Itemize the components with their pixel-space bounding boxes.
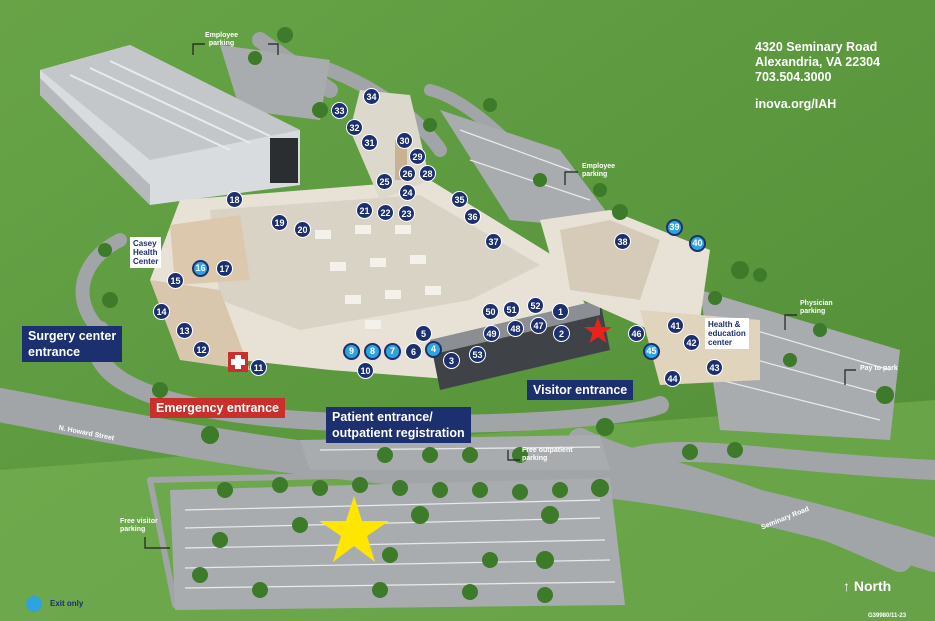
marker-5: 5 xyxy=(415,325,432,342)
marker-8-exit-only: 8 xyxy=(364,343,381,360)
marker-52: 52 xyxy=(527,297,544,314)
marker-48: 48 xyxy=(507,320,524,337)
address-block: 4320 Seminary Road Alexandria, VA 22304 … xyxy=(755,40,880,112)
marker-30: 30 xyxy=(396,132,413,149)
marker-17: 17 xyxy=(216,260,233,277)
website-link[interactable]: inova.org/IAH xyxy=(755,97,837,111)
employee-parking-label-right: Employee parking xyxy=(582,163,616,178)
free-outpatient-parking-label: Free outpatient parking xyxy=(522,447,573,462)
marker-3: 3 xyxy=(443,352,460,369)
marker-20: 20 xyxy=(294,221,311,238)
exit-only-legend-icon xyxy=(26,596,42,612)
marker-39-exit-only: 39 xyxy=(666,219,683,236)
marker-15: 15 xyxy=(167,272,184,289)
emergency-entrance-label: Emergency entrance xyxy=(150,398,285,418)
marker-11: 11 xyxy=(250,359,267,376)
health-education-center-label: Health & education center xyxy=(705,318,749,349)
marker-22: 22 xyxy=(377,204,394,221)
north-indicator: ↑ North xyxy=(843,578,891,594)
casey-health-center-label: Casey Health Center xyxy=(130,237,162,268)
marker-38: 38 xyxy=(614,233,631,250)
yellow-star-marker xyxy=(319,496,389,562)
patient-entrance-label: Patient entrance/ outpatient registratio… xyxy=(326,407,471,443)
marker-26: 26 xyxy=(399,165,416,182)
marker-43: 43 xyxy=(706,359,723,376)
marker-2: 2 xyxy=(553,325,570,342)
employee-parking-label-top: Employee parking xyxy=(205,32,239,47)
marker-42: 42 xyxy=(683,334,700,351)
marker-37: 37 xyxy=(485,233,502,250)
marker-12: 12 xyxy=(193,341,210,358)
marker-36: 36 xyxy=(464,208,481,225)
phone-number: 703.504.3000 xyxy=(755,70,832,84)
marker-33: 33 xyxy=(331,102,348,119)
marker-13: 13 xyxy=(176,322,193,339)
physician-parking-label: Physician parking xyxy=(800,300,833,315)
marker-40-exit-only: 40 xyxy=(689,235,706,252)
marker-32: 32 xyxy=(346,119,363,136)
marker-44: 44 xyxy=(664,370,681,387)
marker-41: 41 xyxy=(667,317,684,334)
exit-only-legend-label: Exit only xyxy=(50,599,84,608)
marker-23: 23 xyxy=(398,205,415,222)
marker-34: 34 xyxy=(363,88,380,105)
marker-10: 10 xyxy=(357,362,374,379)
document-code: G39980/11-23 xyxy=(868,613,907,619)
marker-19: 19 xyxy=(271,214,288,231)
marker-29: 29 xyxy=(409,148,426,165)
address-line1: 4320 Seminary Road xyxy=(755,40,878,54)
marker-51: 51 xyxy=(503,301,520,318)
visitor-entrance-label: Visitor entrance xyxy=(527,380,634,400)
marker-53: 53 xyxy=(469,346,486,363)
address-line2: Alexandria, VA 22304 xyxy=(755,55,881,69)
marker-14: 14 xyxy=(153,303,170,320)
marker-45-exit-only: 45 xyxy=(643,343,660,360)
marker-46: 46 xyxy=(628,325,645,342)
pay-to-park-label: Pay to park xyxy=(860,365,898,372)
marker-18: 18 xyxy=(226,191,243,208)
free-visitor-parking-label: Free visitor parking xyxy=(120,518,158,533)
marker-49: 49 xyxy=(483,325,500,342)
north-label: North xyxy=(853,578,892,594)
marker-16-exit-only: 16 xyxy=(192,260,209,277)
red-star-marker xyxy=(584,317,612,343)
marker-21: 21 xyxy=(356,202,373,219)
marker-50: 50 xyxy=(482,303,499,320)
marker-25: 25 xyxy=(376,173,393,190)
marker-1: 1 xyxy=(552,303,569,320)
marker-35: 35 xyxy=(451,191,468,208)
marker-6: 6 xyxy=(405,343,422,360)
marker-31: 31 xyxy=(361,134,378,151)
marker-4-exit-only: 4 xyxy=(425,341,442,358)
marker-47: 47 xyxy=(530,317,547,334)
marker-28: 28 xyxy=(419,165,436,182)
marker-9-exit-only: 9 xyxy=(343,343,360,360)
north-arrow-icon: ↑ xyxy=(843,578,850,594)
marker-7-exit-only: 7 xyxy=(384,343,401,360)
surgery-center-entrance-label: Surgery center entrance xyxy=(22,326,123,362)
marker-24: 24 xyxy=(399,184,416,201)
